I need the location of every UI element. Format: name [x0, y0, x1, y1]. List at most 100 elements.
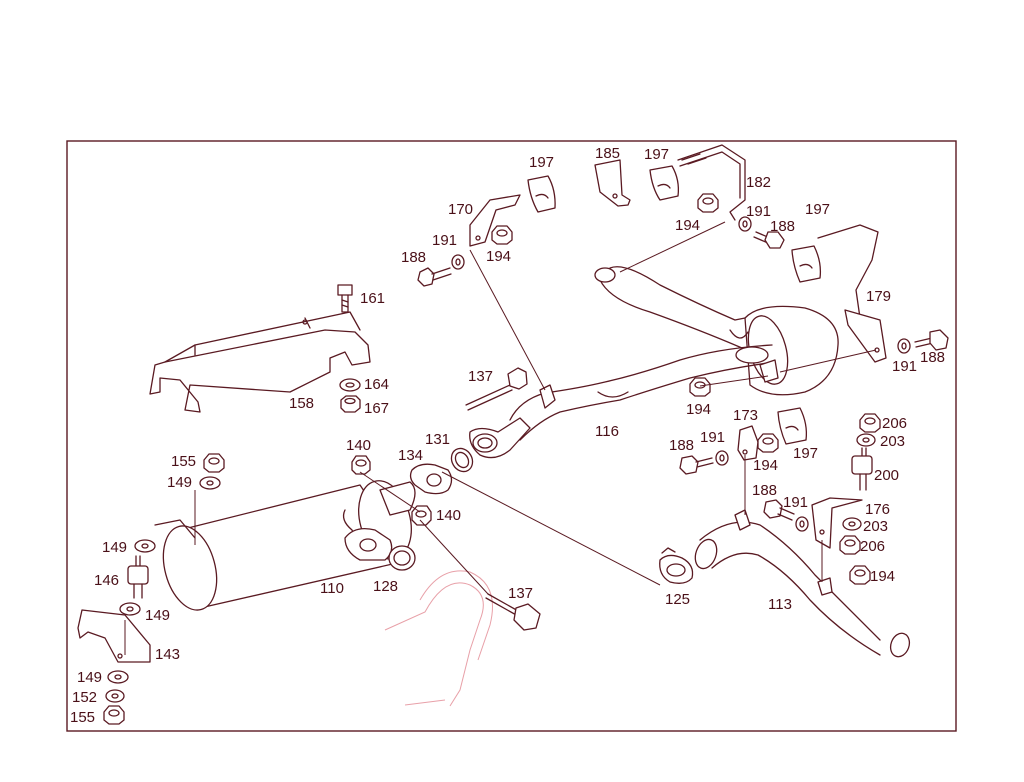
callout-197: 197 [644, 146, 669, 163]
bracket-185 [594, 159, 631, 207]
bolt-137-upper [465, 367, 528, 411]
washer-203-b [842, 517, 862, 531]
callout-149: 149 [102, 539, 127, 556]
nut-194-a [491, 225, 513, 245]
washer-149-d [107, 670, 129, 684]
callout-116: 116 [595, 423, 619, 440]
callout-134: 134 [398, 447, 423, 464]
callout-113: 113 [768, 596, 792, 613]
rubber-hanger-197-d [777, 407, 808, 445]
nut-140-lower [411, 505, 432, 526]
callout-149: 149 [77, 669, 102, 686]
rubber-mount-200 [851, 447, 873, 491]
callout-110: 110 [320, 580, 344, 597]
ring-128 [388, 545, 416, 571]
callout-146: 146 [94, 572, 119, 589]
callout-200: 200 [874, 467, 899, 484]
nut-206-b [839, 535, 861, 555]
callout-173: 173 [733, 407, 758, 424]
callout-194: 194 [686, 401, 711, 418]
rear-muffler-and-pipe [509, 266, 839, 441]
heat-shield [149, 311, 371, 413]
callout-158: 158 [289, 395, 314, 412]
callout-191: 191 [700, 429, 725, 446]
nut-194-e [849, 565, 871, 585]
callout-155: 155 [70, 709, 95, 726]
bolt-188-d [679, 455, 714, 475]
callout-170: 170 [448, 201, 473, 218]
callout-194: 194 [486, 248, 511, 265]
nut-167 [340, 395, 361, 413]
callout-188: 188 [770, 218, 795, 235]
bracket-170 [469, 194, 521, 247]
washer-149-b [134, 539, 156, 553]
callout-128: 128 [373, 578, 398, 595]
pipe-flange-131 [469, 417, 531, 459]
callout-131: 131 [425, 431, 450, 448]
nut-155-top [203, 453, 225, 473]
ghost-engine-outline [384, 570, 493, 707]
callout-137: 137 [508, 585, 533, 602]
callout-197: 197 [529, 154, 554, 171]
bolt-137-lower [485, 593, 541, 631]
callout-194: 194 [675, 217, 700, 234]
bracket-143 [77, 609, 151, 663]
callout-149: 149 [167, 474, 192, 491]
washer-191-e [795, 516, 809, 532]
leader-lines [124, 221, 877, 655]
bracket-179 [817, 224, 887, 363]
callout-labels: 197 185 197 182 170 191 194 188 194 191 … [70, 145, 945, 726]
rubber-hanger-197-a [527, 175, 556, 213]
callout-191: 191 [432, 232, 457, 249]
rubber-hanger-197-c [791, 245, 822, 283]
callout-167: 167 [364, 400, 389, 417]
callout-188: 188 [920, 349, 945, 366]
rubber-hanger-197-b [649, 165, 680, 201]
callout-191: 191 [892, 358, 917, 375]
bracket-182 [677, 144, 746, 221]
callout-185: 185 [595, 145, 620, 162]
bolt-188-c [914, 329, 949, 351]
gasket-134 [409, 463, 453, 495]
callout-125: 125 [665, 591, 690, 608]
callout-161: 161 [360, 290, 385, 307]
callout-191: 191 [783, 494, 808, 511]
callout-182: 182 [746, 174, 771, 191]
callout-203: 203 [880, 433, 905, 450]
nut-140-top [351, 455, 371, 475]
washer-164 [339, 378, 361, 392]
callout-179: 179 [866, 288, 891, 305]
bolt-188-b [753, 231, 785, 249]
bolt-188-e [763, 499, 795, 521]
washer-191-c [897, 338, 911, 354]
callout-149: 149 [145, 607, 170, 624]
washer-152 [105, 689, 125, 703]
callout-194: 194 [753, 457, 778, 474]
callout-188: 188 [669, 437, 694, 454]
callout-137: 137 [468, 368, 493, 385]
washer-191-d [715, 450, 729, 466]
callout-188: 188 [752, 482, 777, 499]
nut-155-bottom [103, 705, 125, 725]
front-muffler [154, 480, 416, 611]
bolt-188-a [417, 267, 452, 287]
callout-140: 140 [436, 507, 461, 524]
callout-140: 140 [346, 437, 371, 454]
diagram-frame [66, 140, 957, 732]
bolt-161 [337, 284, 353, 313]
washer-191-a [451, 254, 465, 270]
callout-155: 155 [171, 453, 196, 470]
callout-206: 206 [860, 538, 885, 555]
nut-194-d [757, 433, 779, 453]
callout-152: 152 [72, 689, 97, 706]
callout-164: 164 [364, 376, 389, 393]
washer-149-c [119, 602, 141, 616]
rubber-mount-146 [127, 555, 149, 599]
callout-206: 206 [882, 415, 907, 432]
nut-194-b [697, 193, 719, 213]
callout-191: 191 [746, 203, 771, 220]
callout-194: 194 [870, 568, 895, 585]
bracket-176 [811, 497, 863, 549]
callout-188: 188 [401, 249, 426, 266]
